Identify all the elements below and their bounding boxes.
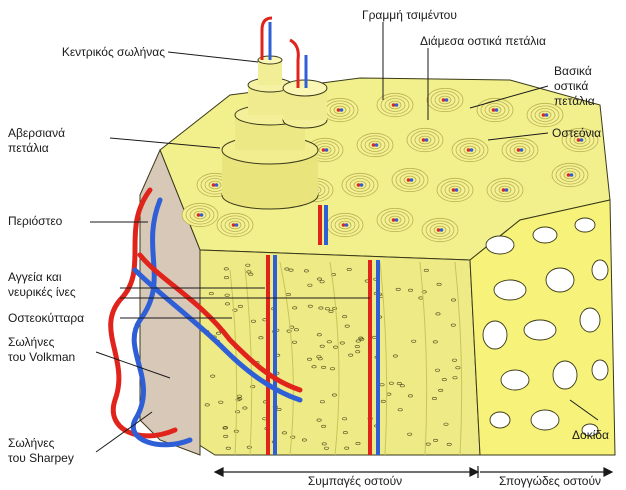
trabecula-hole	[494, 280, 526, 300]
label-osteocytes: Οστεοκύτταρα	[8, 311, 84, 325]
label-volkmann-line2: του Volkman	[8, 350, 75, 365]
label-interstitial-lamellae: Διάμεσα οστικά πετάλια	[420, 34, 546, 48]
trabecula-hole	[486, 236, 514, 254]
osteon	[377, 208, 413, 231]
osteon	[487, 178, 523, 201]
osteon	[377, 93, 413, 116]
label-vessels-nerves-line2: νευρικές ίνες	[8, 285, 76, 300]
trabecula-hole	[592, 360, 608, 380]
trabecula-hole	[546, 268, 574, 292]
label-volkmann-line1: Σωλήνες	[8, 335, 75, 350]
label-haversian-lamellae: Αβερσιανά πετάλια	[8, 126, 65, 156]
label-haversian-lamellae-line1: Αβερσιανά	[8, 126, 65, 141]
trabecula-hole	[553, 361, 577, 389]
osteon	[552, 163, 588, 186]
trabecula-hole	[490, 412, 510, 428]
osteon	[477, 98, 513, 121]
label-basic-lamellae-line2: οστικά	[554, 79, 595, 94]
osteon	[217, 213, 253, 236]
trabecula-hole	[592, 260, 608, 280]
trabecula-hole	[531, 410, 559, 430]
label-vessels-nerves: Αγγεία και νευρικές ίνες	[8, 270, 76, 300]
trabecula-hole	[533, 227, 557, 243]
osteon	[182, 203, 218, 226]
label-volkmann-canals: Σωλήνες του Volkman	[8, 335, 75, 365]
label-osteons: Οστεόνια	[552, 126, 601, 140]
trabecula-hole	[575, 218, 595, 232]
label-cement-line: Γραμμή τσιμέντου	[362, 8, 457, 22]
label-vessels-nerves-line1: Αγγεία και	[8, 270, 76, 285]
label-sharpey-canals: Σωλήνες του Sharpey	[8, 436, 74, 466]
trabecula-hole	[524, 320, 556, 340]
trabecula-hole	[483, 321, 507, 349]
label-basic-lamellae: Βασικά οστικά πετάλια	[554, 64, 595, 109]
label-spongy-bone: Σπογγώδες οστούν	[480, 474, 620, 488]
osteon	[327, 213, 363, 236]
trabecula-hole	[501, 370, 529, 390]
label-sharpey-line2: του Sharpey	[8, 451, 74, 466]
osteon	[502, 138, 538, 161]
label-central-canal: Κεντρικός σωλήνας	[0, 45, 165, 59]
osteon	[427, 88, 463, 111]
label-periosteum: Περιόστεο	[8, 214, 62, 228]
osteon	[407, 128, 443, 151]
label-sharpey-line1: Σωλήνες	[8, 436, 74, 451]
label-basic-lamellae-line1: Βασικά	[554, 64, 595, 79]
osteon	[437, 178, 473, 201]
osteon	[392, 168, 428, 191]
label-compact-bone: Συμπαγές οστούν	[280, 474, 430, 488]
osteon	[422, 218, 458, 241]
label-trabecula: Δοκίδα	[572, 428, 609, 442]
trabecula-hole	[580, 308, 600, 332]
label-haversian-lamellae-line2: πετάλια	[8, 141, 65, 156]
osteon	[357, 133, 393, 156]
osteon	[322, 98, 358, 121]
osteon	[452, 138, 488, 161]
label-basic-lamellae-line3: πετάλια	[554, 94, 595, 109]
osteon	[342, 173, 378, 196]
